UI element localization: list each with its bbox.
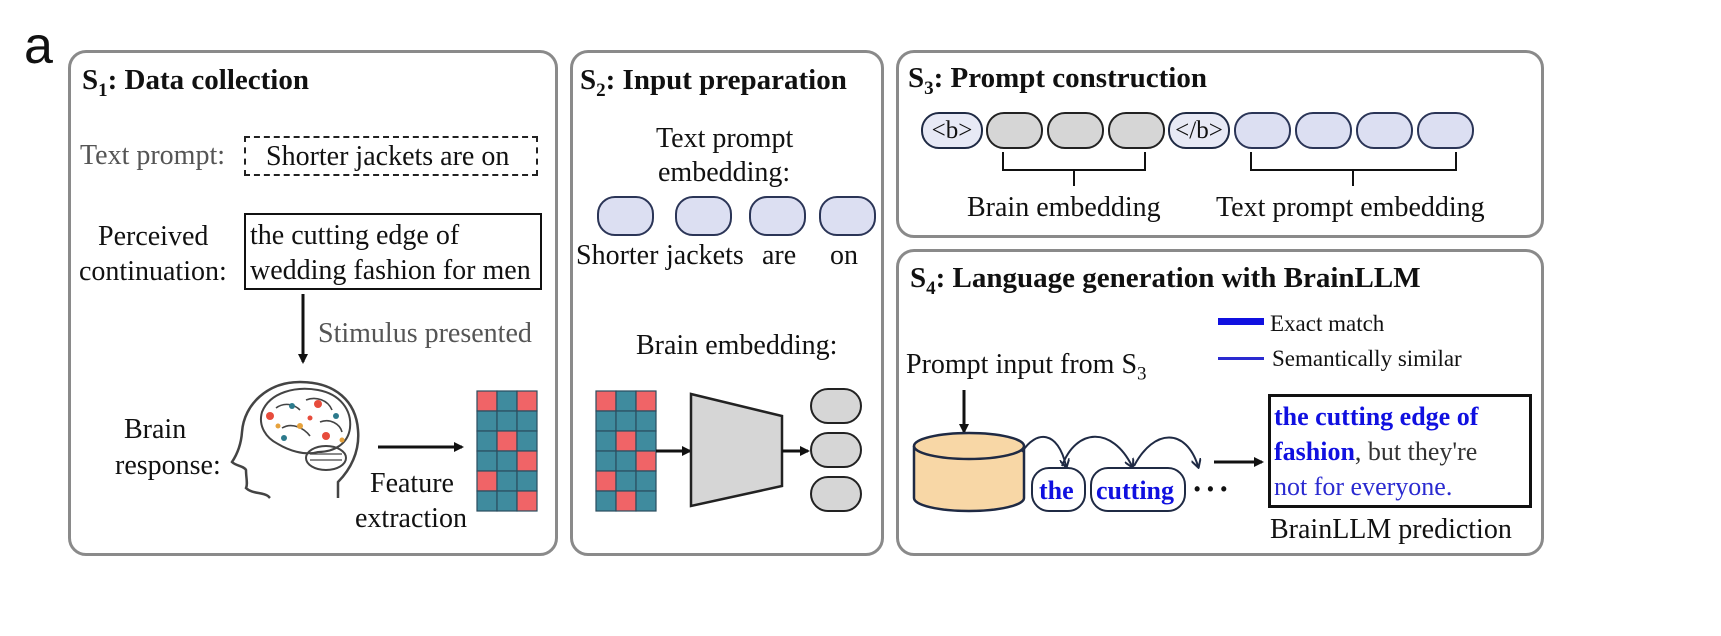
- text-token-embedding: [1295, 112, 1352, 149]
- brain-response-label-line2: response:: [115, 450, 221, 481]
- brain-embedding-token: [810, 388, 862, 424]
- brain-embedding-token: [1047, 112, 1104, 149]
- generation-ellipsis: • • •: [1194, 479, 1228, 499]
- brain-response-label-line1: Brain: [124, 414, 187, 445]
- generated-token-cutting: [1090, 467, 1186, 512]
- text-prompt-value: Shorter jackets are on: [266, 141, 510, 172]
- s2-title: S2: Input preparation: [580, 64, 847, 101]
- prediction-line2: fashion, but they're: [1274, 439, 1477, 465]
- continuation-line1: the cutting edge of: [250, 220, 460, 251]
- brain-embedding-token: [1108, 112, 1165, 149]
- llm-label: LLM: [942, 464, 1001, 497]
- token-label-on: on: [830, 240, 858, 271]
- text-token-embedding: [1234, 112, 1291, 149]
- begin-brain-tag: <b>: [921, 112, 983, 149]
- figure-label: a: [24, 17, 53, 75]
- s3-brain-embedding-label: Brain embedding: [967, 192, 1161, 223]
- brain-embedding-token: [810, 432, 862, 468]
- s3-title: S3: Prompt construction: [908, 62, 1207, 99]
- token-label-shorter: Shorter: [576, 240, 659, 271]
- text-token-embedding: [819, 196, 876, 236]
- text-token-embedding: [1356, 112, 1413, 149]
- generated-token-the: [1031, 467, 1086, 512]
- prediction-exact-fashion: fashion: [1274, 437, 1355, 466]
- prediction-label: BrainLLM prediction: [1270, 514, 1512, 545]
- feature-extraction-line1: Feature: [370, 468, 454, 499]
- prediction-box: [1268, 394, 1532, 508]
- perceived-label-line1: Perceived: [98, 221, 209, 252]
- text-prompt-label: Text prompt:: [80, 140, 226, 171]
- text-prompt-box: [244, 136, 538, 176]
- brain-adapter-label-line2: adapter: [694, 452, 777, 483]
- continuation-box: [244, 213, 542, 290]
- text-embedding-label-line2: embedding:: [658, 157, 791, 188]
- semantic-legend-label: Semantically similar: [1272, 346, 1462, 371]
- exact-match-legend-label: Exact match: [1270, 311, 1385, 336]
- generated-token-cutting-text: cutting: [1096, 476, 1174, 505]
- prediction-line1: the cutting edge of: [1274, 402, 1479, 431]
- brain-embedding-token: [810, 476, 862, 512]
- prompt-input-label: Prompt input from S3: [906, 349, 1147, 385]
- semantic-legend-swatch: [1218, 357, 1264, 360]
- prediction-plain-text: , but they're: [1354, 437, 1478, 466]
- end-brain-tag: </b>: [1168, 112, 1230, 149]
- generated-token-the-text: the: [1039, 476, 1074, 505]
- brain-embedding-label: Brain embedding:: [636, 330, 838, 361]
- stimulus-label: Stimulus presented: [318, 318, 532, 349]
- text-token-embedding: [1417, 112, 1474, 149]
- s3-text-embedding-label: Text prompt embedding: [1216, 192, 1485, 223]
- s4-title: S4: Language generation with BrainLLM: [910, 262, 1421, 299]
- perceived-label-line2: continuation:: [79, 256, 227, 287]
- s1-title: S1: Data collection: [82, 64, 309, 101]
- token-label-are: are: [762, 240, 797, 271]
- brain-embedding-token: [986, 112, 1043, 149]
- continuation-line2: wedding fashion for men: [250, 255, 531, 286]
- feature-extraction-line2: extraction: [355, 503, 467, 534]
- token-label-jackets: jackets: [666, 240, 744, 271]
- text-token-embedding: [749, 196, 806, 236]
- exact-match-legend-swatch: [1218, 318, 1264, 325]
- text-token-embedding: [597, 196, 654, 236]
- prediction-line3: not for everyone.: [1274, 472, 1453, 501]
- text-token-embedding: [675, 196, 732, 236]
- brain-adapter-label-line1: Brain: [706, 418, 769, 449]
- text-embedding-label-line1: Text prompt: [656, 123, 794, 154]
